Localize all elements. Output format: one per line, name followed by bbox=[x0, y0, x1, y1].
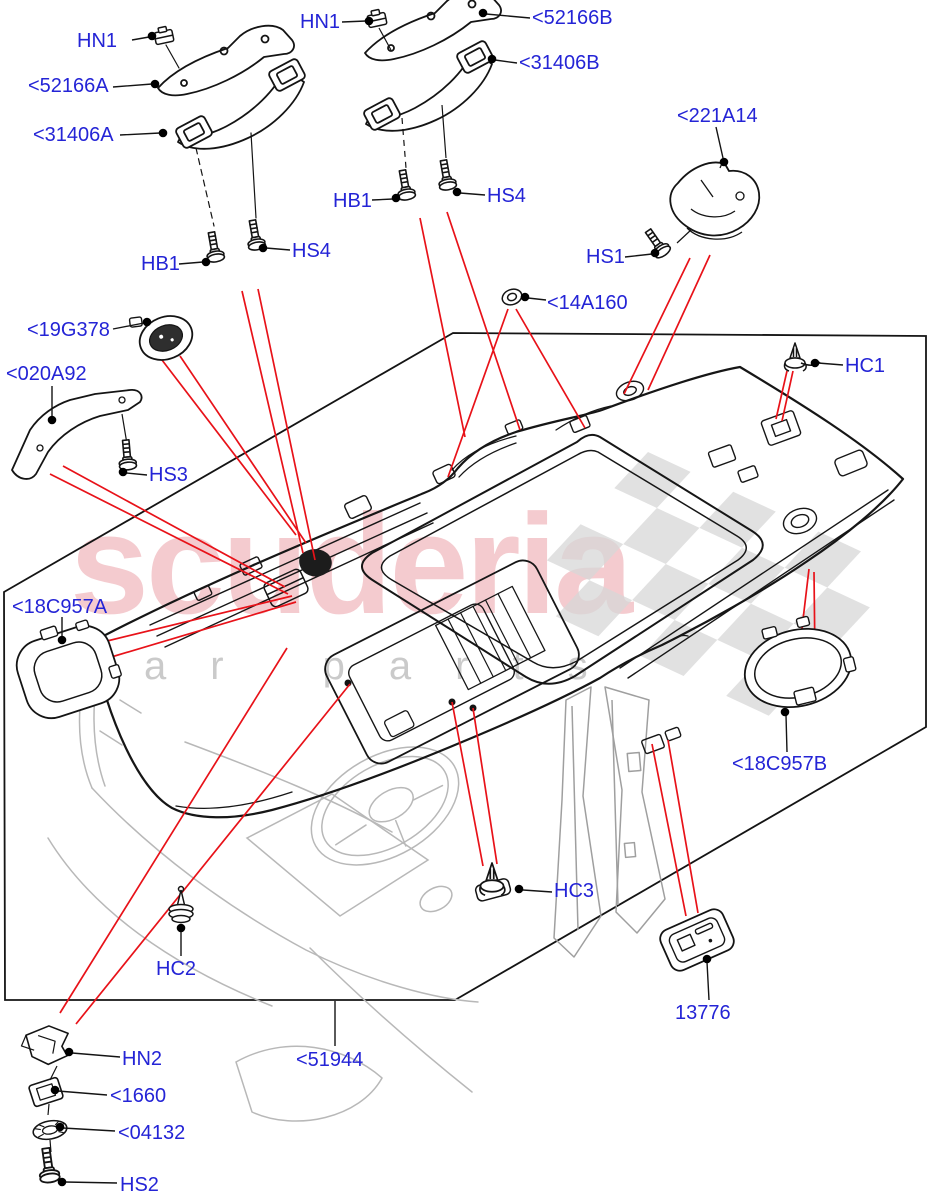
part-label-hs2[interactable]: HS2 bbox=[120, 1174, 159, 1196]
pillar-trim-sketch bbox=[553, 686, 666, 958]
label-leader-lines bbox=[51, 13, 844, 1184]
part-label-14a160[interactable]: <14A160 bbox=[547, 292, 628, 314]
part-label-hs4-left[interactable]: HS4 bbox=[292, 240, 331, 262]
grommet-14a160 bbox=[501, 288, 523, 306]
part-label-hs1[interactable]: HS1 bbox=[586, 246, 625, 268]
headliner-panel-sketch bbox=[90, 365, 905, 819]
diagram-border bbox=[3, 332, 927, 1001]
part-label-31406b[interactable]: <31406B bbox=[519, 52, 600, 74]
red-callout-lines bbox=[49, 211, 816, 1025]
part-label-020a92[interactable]: <020A92 bbox=[6, 363, 87, 385]
part-label-hn2[interactable]: HN2 bbox=[122, 1048, 163, 1070]
bezel-ring-18c957a bbox=[15, 619, 122, 720]
part-label-13776[interactable]: 13776 bbox=[675, 1002, 731, 1024]
grab-handle-assembly-mid bbox=[361, 0, 502, 203]
part-label-52166a[interactable]: <52166A bbox=[28, 75, 109, 97]
watermark-brand: scuderia bbox=[70, 485, 633, 644]
part-label-51944[interactable]: <51944 bbox=[296, 1049, 364, 1071]
part-label-hs3[interactable]: HS3 bbox=[149, 464, 188, 486]
car-body-ghost-sketch bbox=[47, 644, 479, 1122]
part-label-hb1-mid[interactable]: HB1 bbox=[333, 190, 372, 212]
part-label-hn1-mid[interactable]: HN1 bbox=[300, 11, 341, 33]
clip-hc3 bbox=[474, 862, 512, 902]
part-label-hc1[interactable]: HC1 bbox=[845, 355, 886, 377]
bracket-020a92 bbox=[11, 389, 143, 480]
part-label-hb1-left[interactable]: HB1 bbox=[141, 253, 180, 275]
part-label-hc3[interactable]: HC3 bbox=[554, 880, 595, 902]
part-label-04132[interactable]: <04132 bbox=[118, 1122, 186, 1144]
part-label-18c957b[interactable]: <18C957B bbox=[732, 753, 828, 775]
part-label-221a14[interactable]: <221A14 bbox=[677, 105, 758, 127]
part-label-hn1-left[interactable]: HN1 bbox=[77, 30, 118, 52]
part-label-hc2[interactable]: HC2 bbox=[156, 958, 197, 980]
grab-handle-assembly-left bbox=[152, 24, 308, 265]
overhead-console-bracket-221a14 bbox=[640, 160, 761, 261]
part-label-1660[interactable]: <1660 bbox=[110, 1085, 167, 1107]
bezel-ring-18c957b bbox=[743, 615, 857, 709]
part-label-52166b[interactable]: <52166B bbox=[532, 7, 613, 29]
part-label-18c957a[interactable]: <18C957A bbox=[12, 596, 108, 618]
part-label-19g378[interactable]: <19G378 bbox=[27, 319, 110, 341]
leader-dots bbox=[47, 8, 820, 1187]
part-label-hs4-mid[interactable]: HS4 bbox=[487, 185, 526, 207]
part-label-31406a[interactable]: <31406A bbox=[33, 124, 114, 146]
fastener-stack-bottom-left bbox=[20, 1025, 69, 1185]
lamp-13776 bbox=[659, 908, 735, 972]
lamp-19g378 bbox=[128, 315, 194, 361]
